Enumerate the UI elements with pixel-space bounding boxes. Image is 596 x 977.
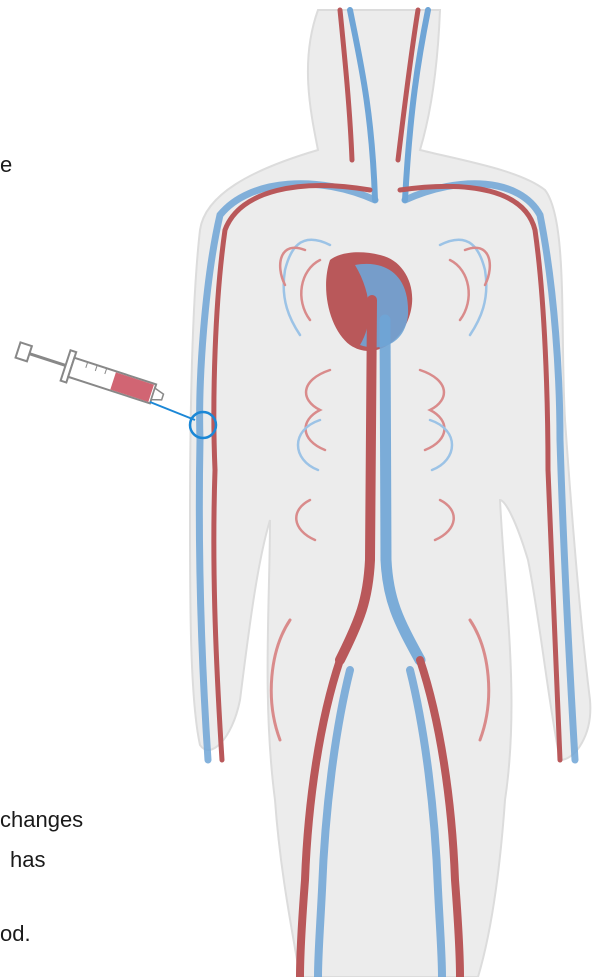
syringe-icon — [13, 335, 167, 412]
needle-line — [150, 402, 195, 420]
text-fragment-bottom-3: od. — [0, 920, 31, 948]
text-fragment-bottom-2: has — [10, 846, 45, 874]
text-fragment-top: e — [0, 151, 12, 179]
text-fragment-bottom-1: changes — [0, 806, 83, 834]
